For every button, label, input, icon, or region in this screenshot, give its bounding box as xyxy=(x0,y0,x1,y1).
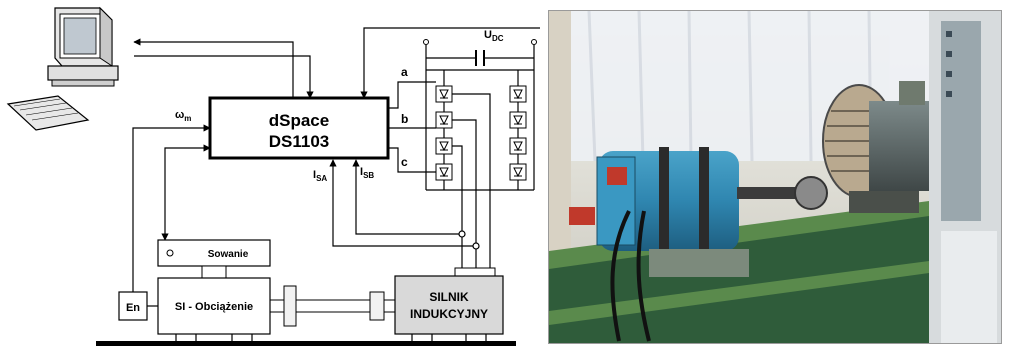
sowanie-label: Sowanie xyxy=(208,249,249,260)
system-block-diagram: dSpace DS1103 ωm UDC xyxy=(6,6,540,346)
isb-label: ISB xyxy=(360,166,374,180)
controller-label-line1: dSpace xyxy=(269,111,329,130)
encoder-label: En xyxy=(126,302,140,314)
phase-b-label: b xyxy=(401,112,408,126)
shaft-coupling-left xyxy=(283,285,297,327)
shaft-coupling-right xyxy=(369,291,385,321)
isa-label: ISA xyxy=(313,169,327,183)
udc-label: UDC xyxy=(484,29,504,43)
omega-m-label: ωm xyxy=(175,109,191,123)
load-machine-label: SI - Obciążenie xyxy=(175,301,253,313)
motor-label-line1: SILNIK xyxy=(429,290,469,304)
sowanie-block: Sowanie xyxy=(157,239,271,279)
phase-a-label: a xyxy=(401,65,408,79)
ground-bar xyxy=(96,341,516,346)
controller-label-line2: DS1103 xyxy=(269,132,330,151)
encoder-block: En xyxy=(118,291,148,321)
electrical-cabinet xyxy=(929,11,1001,343)
inverter-bridge xyxy=(426,69,534,191)
dspace-controller-block: dSpace DS1103 xyxy=(208,96,390,160)
load-machine-block: SI - Obciążenie xyxy=(157,277,271,342)
phase-c-label: c xyxy=(401,155,408,169)
test-bench-photo xyxy=(548,10,1002,344)
motor-label-line2: INDUKCYJNY xyxy=(410,307,488,321)
load-machine-photo xyxy=(569,147,749,342)
computer-icon xyxy=(6,6,119,131)
induction-motor-block: SILNIK INDUKCYJNY xyxy=(394,267,504,342)
induction-motor-photo xyxy=(822,81,929,213)
